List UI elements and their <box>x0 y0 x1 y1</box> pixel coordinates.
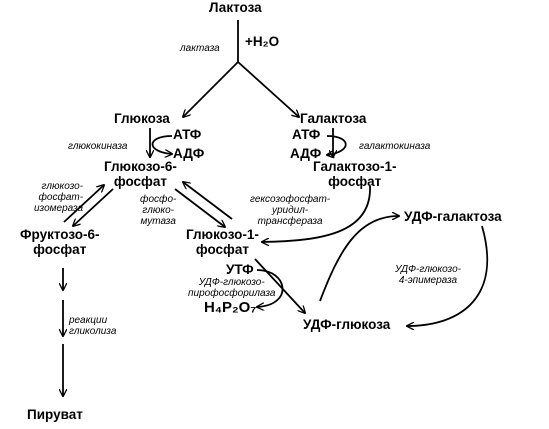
udp-galactose-label: УДФ-галактоза <box>404 209 502 224</box>
glucokinase-atp-adp-curve <box>151 135 173 154</box>
g1p-to-g6p-arrow <box>183 182 233 220</box>
galactose-label: Галактоза <box>300 111 367 126</box>
adp-right-label: АДФ <box>290 146 322 161</box>
gal1p-to-g1p-curve <box>262 185 371 242</box>
udpglc-to-udpgal-curve <box>319 216 399 302</box>
to-glucose-arrow <box>183 61 239 117</box>
lactase-label: лактаза <box>180 43 220 54</box>
glucose-1-phosphate-label: Глюкозо-1- фосфат <box>186 227 259 257</box>
glucose-phosphate-isomerase-label: глюкозо- фосфат- изомераза <box>34 181 84 214</box>
atp-left-label: АТФ <box>173 127 202 142</box>
udp-glucose-pyrophosphorylase-label: УДФ-глюкозо- пирофосфорилаза <box>188 277 276 299</box>
phosphoglucomutase-label: фосфо- глюко- мутаза <box>140 194 177 227</box>
glucokinase-label: глюкокиназа <box>68 141 128 152</box>
glycolysis-label: реакции гликолиза <box>69 315 117 337</box>
atp-right-label: АТФ <box>292 127 321 142</box>
utp-pyrophosphate-curve <box>257 269 284 307</box>
fructose-6-phosphate-label: Фруктозо-6- фосфат <box>20 227 100 257</box>
g1p-to-udpglc-arrow <box>254 258 305 313</box>
udp-glucose-label: УДФ-глюкоза <box>303 317 391 332</box>
galactokinase-label: галактокиназа <box>359 141 431 152</box>
hexose-phosphate-uridyltransferase-label: гексозофосфат- уридил- трансфераза <box>250 194 331 227</box>
glucose-label: Глюкоза <box>114 111 170 126</box>
udpgal-to-udpglc-curve <box>407 225 488 326</box>
lactose-label: Лактоза <box>209 0 262 15</box>
g6p-to-f6p-arrow <box>73 188 114 226</box>
utp-label: УТФ <box>226 262 254 277</box>
galactose-1-phosphate-label: Галактозо-1- фосфат <box>313 159 397 189</box>
f6p-to-g6p-arrow <box>63 185 104 223</box>
galactokinase-atp-adp-curve <box>327 135 347 155</box>
pyrophosphate-label: H₄P₂O₇ <box>204 299 257 316</box>
pyruvate-label: Пируват <box>27 407 83 422</box>
g6p-to-g1p-arrow <box>174 188 225 227</box>
glucose-6-phosphate-label: Глюкозо-6- фосфат <box>104 159 177 189</box>
to-galactose-arrow <box>237 61 299 117</box>
water-label: +H₂O <box>245 34 280 49</box>
adp-left-label: АДФ <box>173 146 205 161</box>
udp-glucose-epimerase-label: УДФ-глюкозо- 4-эпимераза <box>395 264 461 286</box>
